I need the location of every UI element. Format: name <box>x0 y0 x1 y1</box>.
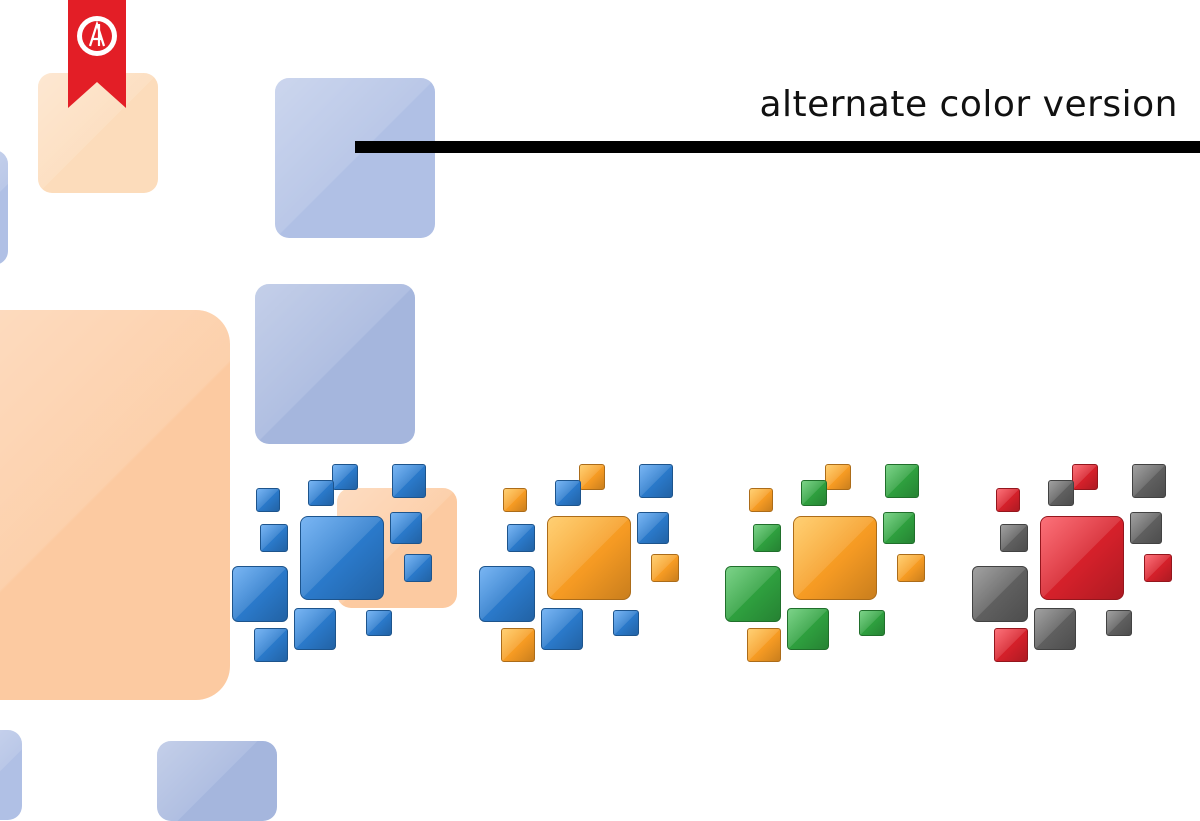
logo-tile <box>332 464 358 490</box>
logo-tile <box>639 464 673 498</box>
logo-tile <box>1144 554 1172 582</box>
logo-tile <box>479 566 535 622</box>
logo-tile <box>883 512 915 544</box>
logo-tile <box>651 554 679 582</box>
logo-tile <box>541 608 583 650</box>
logo-tile <box>254 628 288 662</box>
bg-square-periwinkle-mid <box>255 284 415 444</box>
logo-tile <box>749 488 773 512</box>
bg-square-periwinkle-bottom <box>157 741 277 821</box>
logo-tile <box>787 608 829 650</box>
logo-tile <box>1000 524 1028 552</box>
logo-tile <box>859 610 885 636</box>
logo-tile <box>294 608 336 650</box>
logo-tile <box>232 566 288 622</box>
logo-tile <box>308 480 334 506</box>
logo-tile <box>1034 608 1076 650</box>
logo-tile <box>547 516 631 600</box>
logo-tile <box>747 628 781 662</box>
logo-tile <box>753 524 781 552</box>
logo-tile <box>885 464 919 498</box>
logo-tile <box>725 566 781 622</box>
bg-square-peach-small <box>38 73 158 193</box>
logo-tile <box>825 464 851 490</box>
logo-tile <box>392 464 426 498</box>
logo-tile <box>404 554 432 582</box>
bg-square-peach-large <box>0 310 230 700</box>
logo-tile <box>613 610 639 636</box>
logo-tile <box>555 480 581 506</box>
logo-tile <box>1130 512 1162 544</box>
bg-square-periwinkle-top <box>275 78 435 238</box>
logo-badge-icon <box>77 16 117 56</box>
logo-tile <box>801 480 827 506</box>
logo-tile <box>1106 610 1132 636</box>
logo-tile <box>897 554 925 582</box>
logo-tile <box>1040 516 1124 600</box>
bookmark-ribbon-icon <box>68 0 126 108</box>
logo-tile <box>1048 480 1074 506</box>
logo-tile <box>501 628 535 662</box>
logo-tile <box>256 488 280 512</box>
logo-tile <box>579 464 605 490</box>
bg-square-periwinkle-bottom-left <box>0 730 22 820</box>
logo-tile <box>793 516 877 600</box>
logo-tile <box>260 524 288 552</box>
logo-tile <box>503 488 527 512</box>
logo-tile <box>1132 464 1166 498</box>
logo-tile <box>507 524 535 552</box>
logo-tile <box>300 516 384 600</box>
horizontal-rule <box>355 141 1200 153</box>
logo-tile <box>994 628 1028 662</box>
logo-tile <box>637 512 669 544</box>
logo-tile <box>1072 464 1098 490</box>
page-title: alternate color version <box>759 84 1178 125</box>
logo-tile <box>390 512 422 544</box>
logo-tile <box>366 610 392 636</box>
logo-tile <box>972 566 1028 622</box>
logo-tile <box>996 488 1020 512</box>
bg-square-periwinkle-edge <box>0 150 8 265</box>
